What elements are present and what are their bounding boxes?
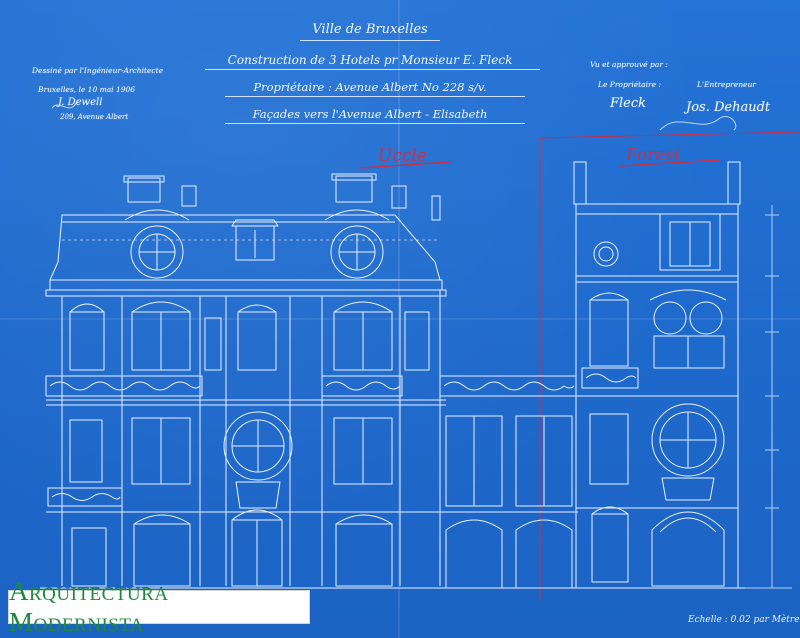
- signature-flourish: [659, 116, 737, 131]
- dormer-center: [231, 219, 279, 261]
- signature-flourish: [51, 99, 79, 109]
- right-building: [570, 161, 745, 589]
- small-balcony: [47, 481, 281, 509]
- header-rule: [205, 69, 540, 70]
- architect-note: Dessiné par l'Ingénieur-Architecte: [32, 66, 164, 75]
- date-note: Bruxelles, le 10 mai 1906: [38, 85, 136, 94]
- red-underline: [359, 161, 451, 169]
- balcony-railing-right: [321, 375, 403, 397]
- header-project: Construction de 3 Hotels pr Monsieur E. …: [227, 53, 513, 67]
- address-note: 209, Avenue Albert: [60, 113, 129, 121]
- scale-note: Echelle : 0.02 par Mètre: [688, 615, 800, 625]
- owner-label: Le Propriétaire :: [598, 80, 661, 89]
- architect-signature: J. Dewell: [58, 97, 103, 108]
- ground-floor: [71, 509, 393, 587]
- header-rule: [225, 123, 525, 124]
- dimension-lines: [740, 205, 792, 589]
- second-floor-windows: [69, 301, 430, 371]
- fold-line-vertical: [398, 0, 400, 638]
- red-sheet-border: [539, 131, 800, 139]
- annotation-uccle: Uccle: [378, 146, 427, 166]
- annotation-forest: Forest: [626, 145, 681, 165]
- dormer-left: [124, 209, 190, 279]
- header-facade-line: Façades vers l'Avenue Albert - Elisabeth: [252, 107, 488, 121]
- red-underline: [619, 159, 721, 167]
- approval-note: Vu et approuvé par :: [590, 60, 668, 69]
- watermark-banner: Arquitectura Modernista: [8, 576, 310, 637]
- watermark-text: Arquitectura Modernista: [9, 576, 169, 637]
- middle-section: [439, 375, 578, 589]
- contractor-signature: Jos. Dehaudt: [686, 100, 771, 115]
- balcony-railing-left: [45, 375, 203, 397]
- owner-signature: Fleck: [610, 96, 647, 111]
- header-city: Ville de Bruxelles: [312, 22, 428, 37]
- left-building: [40, 173, 447, 589]
- contractor-label: L'Entrepreneur: [697, 80, 756, 89]
- dormer-right: [324, 209, 390, 279]
- first-floor-windows: [69, 411, 393, 485]
- header-rule: [300, 40, 440, 41]
- header-owner-line: Propriétaire : Avenue Albert No 228 s/v.: [253, 80, 487, 94]
- header-rule: [225, 96, 525, 97]
